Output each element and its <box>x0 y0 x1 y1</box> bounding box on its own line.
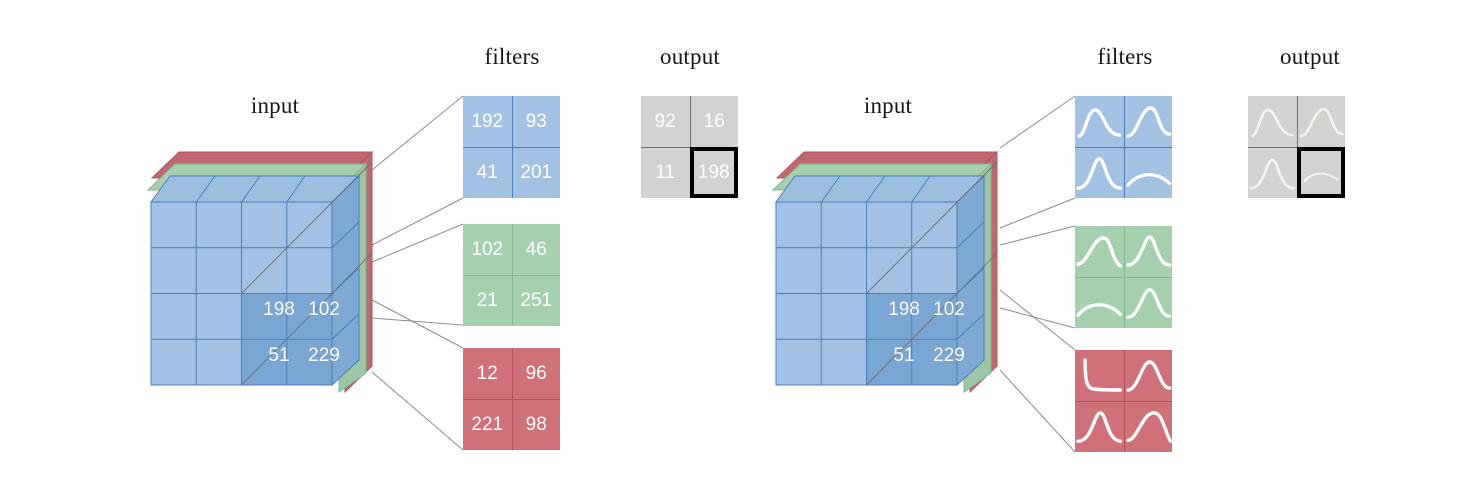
narrow-spike-center-icon <box>1076 157 1123 190</box>
cube-patch-value-0-0: 198 <box>888 299 920 320</box>
cube-patch-value-0-1: 102 <box>933 299 965 320</box>
wide-bump-left-icon <box>1250 108 1294 138</box>
rising-bump-right-icon <box>1076 236 1123 268</box>
filter-cell: 192 <box>463 96 512 147</box>
filter-red-numeric[interactable]: 12 96 221 98 <box>463 348 560 450</box>
filter-curve-cell <box>1123 401 1172 452</box>
cube-patch-value-1-1: 229 <box>933 345 965 366</box>
output-curve-cell <box>1248 96 1297 147</box>
filter-cell: 201 <box>511 147 560 198</box>
filter-curve-cell <box>1075 226 1124 277</box>
output-numeric[interactable]: 92 16 11 198 <box>641 96 738 198</box>
broad-rising-bump-icon <box>1125 411 1172 443</box>
filter-cell: 12 <box>463 348 512 399</box>
cube-patch-value-0-1: 102 <box>308 299 340 320</box>
output-curve-cell <box>1296 96 1345 147</box>
peak-right-icon <box>1299 107 1344 138</box>
output-curve-cell <box>1248 147 1297 198</box>
filter-cell: 251 <box>511 275 560 326</box>
cube-patch-value-0-0: 198 <box>263 299 295 320</box>
filter-cell: 21 <box>463 275 512 326</box>
output-curve-cell-highlighted <box>1296 147 1345 198</box>
peak-right-icon <box>1125 106 1171 138</box>
filter-red-curves[interactable] <box>1075 350 1172 452</box>
cube-patch-value-1-0: 51 <box>268 345 290 366</box>
filter-cell: 93 <box>511 96 560 147</box>
narrow-spike-center-icon <box>1249 158 1295 190</box>
filter-cell: 221 <box>463 399 512 450</box>
filter-curve-cell <box>1123 350 1172 401</box>
filters-label-right: filters <box>1097 44 1153 69</box>
filter-cell: 102 <box>463 224 512 275</box>
flat-wide-arc-icon <box>1125 173 1171 187</box>
narrow-spike-center-icon <box>1076 411 1123 443</box>
L-step-left-icon <box>1083 358 1123 392</box>
filter-cell: 96 <box>511 348 560 399</box>
filter-curve-cell <box>1075 277 1124 328</box>
filter-green-curves[interactable] <box>1075 226 1172 328</box>
input-cube-right: 198 102 51 229 <box>765 140 1001 394</box>
filter-blue-curves[interactable] <box>1075 96 1172 198</box>
output-label-left: output <box>660 44 720 69</box>
output-curves[interactable] <box>1248 96 1345 198</box>
filter-curve-cell <box>1075 96 1124 147</box>
flat-wide-arc-icon <box>1302 172 1338 183</box>
cube-patch-value-1-1: 229 <box>308 345 340 366</box>
filter-cell: 98 <box>511 399 560 450</box>
filter-curve-cell <box>1123 277 1172 328</box>
output-cell: 16 <box>689 96 738 147</box>
filters-label-left: filters <box>484 44 540 69</box>
input-cube-left: 198 102 51 229 <box>140 140 376 394</box>
output-cell: 92 <box>641 96 690 147</box>
filter-blue-numeric[interactable]: 192 93 41 201 <box>463 96 560 198</box>
filter-cell: 41 <box>463 147 512 198</box>
input-label-left: input <box>250 93 300 118</box>
medium-peak-center-icon <box>1125 288 1171 319</box>
output-label-right: output <box>1280 44 1340 69</box>
output-cell-highlighted: 198 <box>689 147 738 198</box>
cube-patch-value-1-0: 51 <box>893 345 915 366</box>
narrow-peak-center-icon <box>1125 235 1171 267</box>
symmetric-bump-center-icon <box>1125 360 1171 392</box>
filter-curve-cell <box>1075 147 1124 198</box>
output-cell: 11 <box>641 147 690 198</box>
filter-cell: 46 <box>511 224 560 275</box>
filter-curve-cell <box>1075 350 1124 401</box>
flat-wide-arc-icon <box>1076 303 1123 317</box>
filter-curve-cell <box>1123 147 1172 198</box>
filter-green-numeric[interactable]: 102 46 21 251 <box>463 224 560 326</box>
input-label-right: input <box>863 93 913 118</box>
filter-curve-cell <box>1123 96 1172 147</box>
wide-bump-left-icon <box>1077 108 1122 138</box>
filter-curve-cell <box>1123 226 1172 277</box>
filter-curve-cell <box>1075 401 1124 452</box>
